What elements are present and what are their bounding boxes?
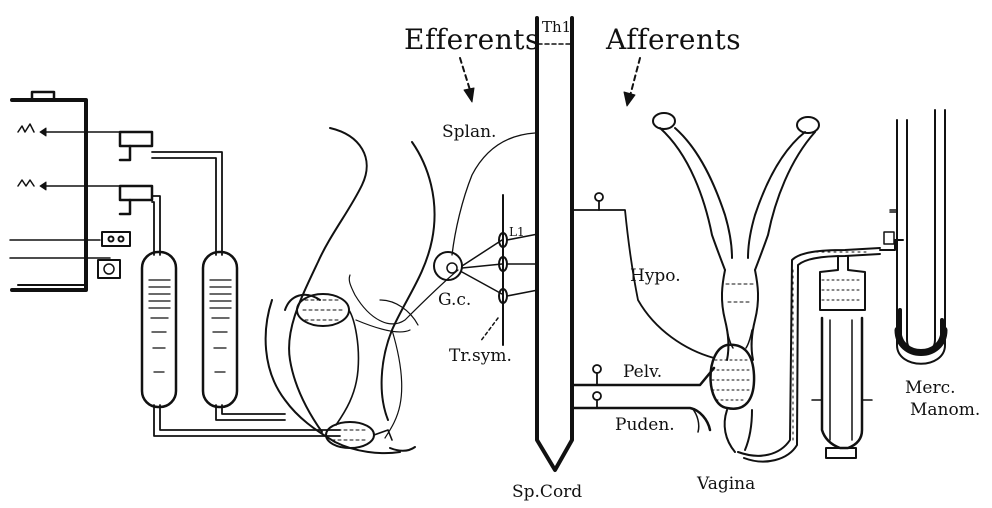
tr-sym-label: Tr.sym. — [449, 348, 512, 365]
afferents-arrow — [624, 58, 640, 106]
efferents-arrow — [460, 58, 474, 102]
spinal-cord — [537, 18, 572, 470]
splanchnic-label: Splan. — [442, 124, 496, 141]
sp-cord-label: Sp.Cord — [512, 484, 582, 501]
afferents-label: Afferents — [606, 26, 741, 54]
pen-tracing-upper — [18, 124, 120, 136]
merc-label: Merc. — [905, 380, 956, 397]
pen-tracing-lower — [18, 180, 120, 190]
recording-drum — [12, 92, 86, 290]
pelv-label: Pelv. — [623, 364, 662, 381]
vagina-balloon — [711, 330, 755, 452]
tambour-upper — [120, 132, 152, 160]
efferents-label: Efferents — [404, 26, 540, 54]
th1-label: Th1 — [542, 20, 571, 35]
manom-label: Manom. — [910, 402, 980, 419]
l1-label: L1 — [509, 226, 525, 238]
timer-marker — [10, 258, 120, 278]
uterine-horns — [653, 113, 819, 360]
puden-label: Puden. — [615, 417, 675, 434]
mercury-manometer — [880, 110, 945, 364]
signal-marker — [10, 232, 130, 246]
vagina-label: Vagina — [697, 476, 755, 493]
tubing-network — [152, 152, 340, 436]
ganglion-coeliacum — [434, 240, 502, 294]
tambour-lower — [120, 186, 152, 214]
hypo-label: Hypo. — [630, 268, 681, 285]
sympathetic-trunk — [480, 195, 538, 345]
water-bottle-left — [142, 252, 176, 407]
lower-balloon — [326, 422, 392, 448]
gc-label: G.c. — [438, 292, 471, 309]
uterus-pelvic-outline — [266, 128, 435, 453]
water-bottle-right — [203, 252, 237, 407]
syringe-reservoir — [812, 256, 872, 458]
